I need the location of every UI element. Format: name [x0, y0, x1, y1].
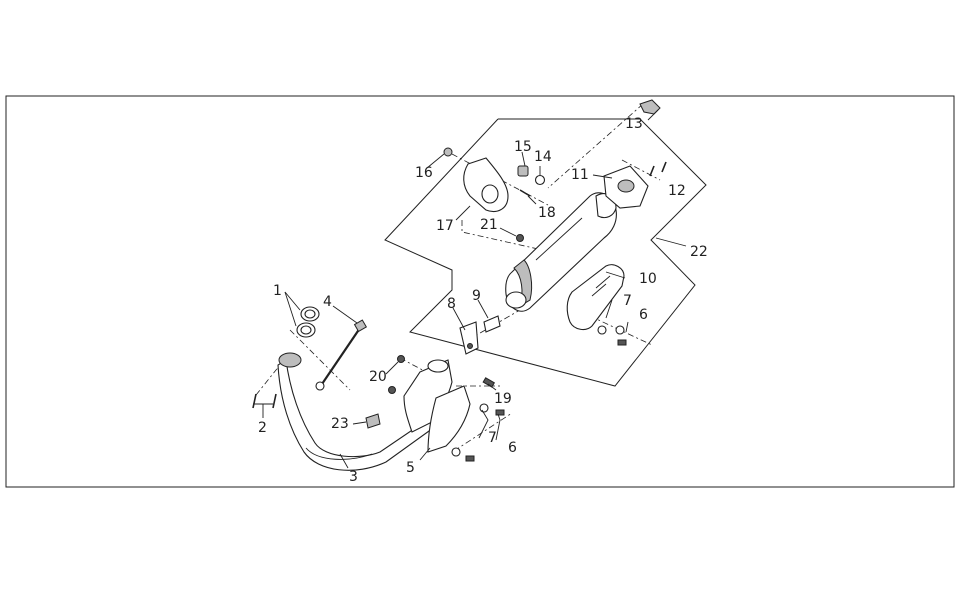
bolt-6-upper: [617, 339, 627, 346]
stud-left: [252, 393, 257, 409]
callout-11: 11: [571, 167, 589, 183]
leader-lines: [253, 109, 687, 469]
hanger-hole: [481, 184, 499, 204]
assembly-line-4: [289, 329, 351, 391]
callout-14: 14: [534, 149, 552, 165]
o2-sensor-head: [353, 319, 368, 333]
washer-7-lower: [479, 403, 489, 413]
callout-22: 22: [690, 244, 708, 260]
callout-4: 4: [323, 294, 332, 310]
callout-12: 12: [668, 183, 686, 199]
bracket-8: [459, 321, 479, 355]
callout-7-lower: 7: [488, 430, 497, 446]
header-flange: [278, 352, 302, 368]
callout-10: 10: [639, 271, 657, 287]
callout-15: 15: [514, 139, 532, 155]
callout-19: 19: [494, 391, 512, 407]
bolt-6-lower: [495, 409, 505, 416]
header-pipe: [277, 359, 437, 471]
callout-8: 8: [447, 296, 456, 312]
heat-shield-rib: [595, 275, 611, 289]
bolt-19: [482, 377, 496, 388]
end-cap-center: [617, 179, 635, 193]
assembly-line-10: [589, 315, 653, 346]
bolt-18: [519, 189, 531, 197]
callout-16: 16: [415, 165, 433, 181]
muffler-detail: [535, 217, 583, 261]
callout-1: 1: [273, 283, 282, 299]
callout-2: 2: [258, 420, 267, 436]
callout-5: 5: [406, 460, 415, 476]
heat-shield: [566, 264, 625, 331]
callout-9: 9: [472, 288, 481, 304]
pipe-clamp: [365, 413, 381, 429]
assembly-line-16: [451, 153, 549, 206]
bracket-8-hole: [467, 343, 473, 349]
o2-sensor-tip: [315, 381, 325, 391]
callout-3: 3: [349, 469, 358, 485]
stud-right: [272, 393, 277, 409]
mid-pipe-lower: [427, 385, 471, 453]
grommet-21: [516, 234, 524, 242]
sleeve-9: [483, 315, 501, 333]
spacer-15: [517, 165, 529, 177]
callout-13: 13: [625, 116, 643, 132]
callout-7-upper: 7: [623, 293, 632, 309]
o2-sensor-body: [321, 327, 361, 385]
assembly-line-2: [255, 359, 287, 396]
callout-21: 21: [480, 217, 498, 233]
nut-20: [397, 355, 405, 363]
callout-18: 18: [538, 205, 556, 221]
heat-shield-rib-2: [591, 283, 607, 297]
nut-20b: [388, 386, 396, 394]
callout-23: 23: [331, 416, 349, 432]
screw-12a: [649, 165, 655, 177]
washer-7-lower-b: [451, 447, 461, 457]
assembly-outline-22: [384, 118, 707, 387]
nut-16: [443, 147, 453, 157]
nut-14: [534, 174, 546, 186]
assembly-line-17: [461, 220, 566, 256]
callout-17: 17: [436, 218, 454, 234]
header-pipe-shadow: [305, 447, 373, 460]
assembly-line-6-7: [453, 412, 513, 452]
bolt-6-lower-b: [465, 455, 475, 462]
washer-7-upper: [615, 325, 625, 335]
gasket-lower-inner: [300, 325, 312, 335]
washer-7-upper-b: [597, 325, 607, 335]
callout-6-upper: 6: [639, 307, 648, 323]
muffler-inlet: [505, 291, 527, 309]
diagram-frame: [5, 95, 955, 488]
mid-pipe-end: [427, 359, 449, 373]
callout-6-lower: 6: [508, 440, 517, 456]
muffler-band: [513, 259, 533, 308]
hanger-bracket: [463, 157, 509, 213]
gasket-upper-inner: [304, 309, 316, 319]
screw-12b: [661, 161, 667, 173]
bolt-13: [639, 99, 661, 115]
callout-20: 20: [369, 369, 387, 385]
